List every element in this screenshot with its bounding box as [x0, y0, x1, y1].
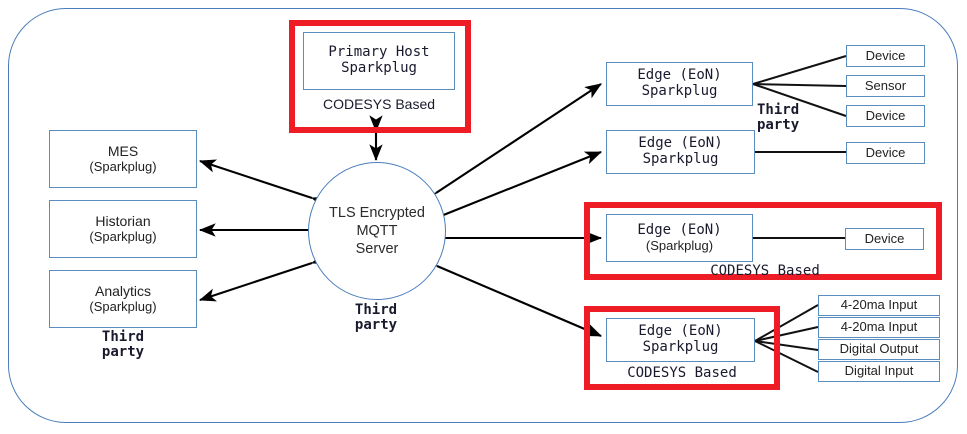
edge-4-io-2-label: 4-20ma Input: [840, 319, 918, 335]
analytics-line1: Analytics: [94, 282, 152, 299]
mqtt-server-third-party-caption: Third party: [354, 302, 398, 333]
left-consumers-third-party-caption: Third party: [101, 329, 145, 360]
mes-line1: MES: [107, 142, 139, 159]
edge-3-device-1-label: Device: [864, 230, 905, 246]
edge-2-device-1-label: Device: [865, 144, 906, 160]
primary-host-line2: Sparkplug: [341, 60, 417, 76]
node-mqtt-server[interactable]: TLS Encrypted MQTT Server: [308, 162, 446, 300]
node-edge-1-device-2[interactable]: Device: [846, 105, 925, 127]
node-primary-host[interactable]: Primary Host Sparkplug: [303, 32, 455, 90]
node-mes[interactable]: MES (Sparkplug): [49, 130, 197, 188]
edge-4-codesys-caption: CODESYS Based: [627, 365, 737, 381]
edge-4-line2: Sparkplug: [642, 339, 719, 355]
edge-3-codesys-caption: CODESYS Based: [710, 263, 820, 279]
edge-4-io-4-label: Digital Input: [844, 363, 914, 379]
edge-1-third-party-caption: Third party: [757, 102, 800, 133]
codesys-highlight-edge-3: [584, 202, 942, 280]
node-edge-4-io-1[interactable]: 4-20ma Input: [818, 295, 940, 316]
node-edge-3-device-1[interactable]: Device: [845, 228, 924, 250]
node-edge-4-io-3[interactable]: Digital Output: [818, 339, 940, 360]
codesys-highlight-primary-host: [289, 20, 471, 133]
historian-line2: (Sparkplug): [89, 228, 157, 244]
node-historian[interactable]: Historian (Sparkplug): [49, 200, 197, 258]
node-edge-4[interactable]: Edge (EoN) Sparkplug: [606, 318, 755, 362]
edge-2-line2: Sparkplug: [642, 151, 719, 167]
historian-line1: Historian: [95, 212, 151, 229]
node-edge-4-io-4[interactable]: Digital Input: [818, 361, 940, 382]
edge-1-device-1-label: Device: [865, 47, 906, 63]
edge-1-line2: Sparkplug: [641, 83, 718, 99]
node-edge-1-device-1[interactable]: Device: [846, 45, 925, 67]
primary-host-codesys-caption: CODESYS Based: [322, 96, 436, 112]
node-analytics[interactable]: Analytics (Sparkplug): [49, 270, 197, 328]
node-edge-4-io-2[interactable]: 4-20ma Input: [818, 317, 940, 338]
node-edge-2-device-1[interactable]: Device: [846, 142, 925, 164]
node-edge-2[interactable]: Edge (EoN) Sparkplug: [606, 130, 755, 174]
edge-3-line2: (Sparkplug): [645, 237, 714, 253]
node-edge-1-sensor[interactable]: Sensor: [846, 75, 925, 97]
node-edge-1[interactable]: Edge (EoN) Sparkplug: [606, 62, 753, 106]
node-edge-3[interactable]: Edge (EoN) (Sparkplug): [606, 214, 753, 262]
edge-4-io-1-label: 4-20ma Input: [840, 297, 918, 313]
edge-2-line1: Edge (EoN): [638, 135, 723, 152]
edge-1-device-2-label: Device: [865, 107, 906, 123]
analytics-line2: (Sparkplug): [89, 298, 157, 314]
mqtt-server-label: TLS Encrypted MQTT Server: [329, 204, 425, 258]
primary-host-line1: Primary Host: [328, 44, 430, 61]
edge-3-line1: Edge (EoN): [637, 221, 722, 238]
outer-boundary-frame: [8, 8, 958, 423]
edge-4-line1: Edge (EoN): [638, 323, 723, 340]
edge-1-sensor-label: Sensor: [864, 77, 907, 93]
edge-1-line1: Edge (EoN): [637, 67, 722, 84]
mes-line2: (Sparkplug): [89, 158, 157, 174]
codesys-highlight-edge-4: [584, 306, 780, 390]
edge-4-io-3-label: Digital Output: [839, 341, 919, 357]
